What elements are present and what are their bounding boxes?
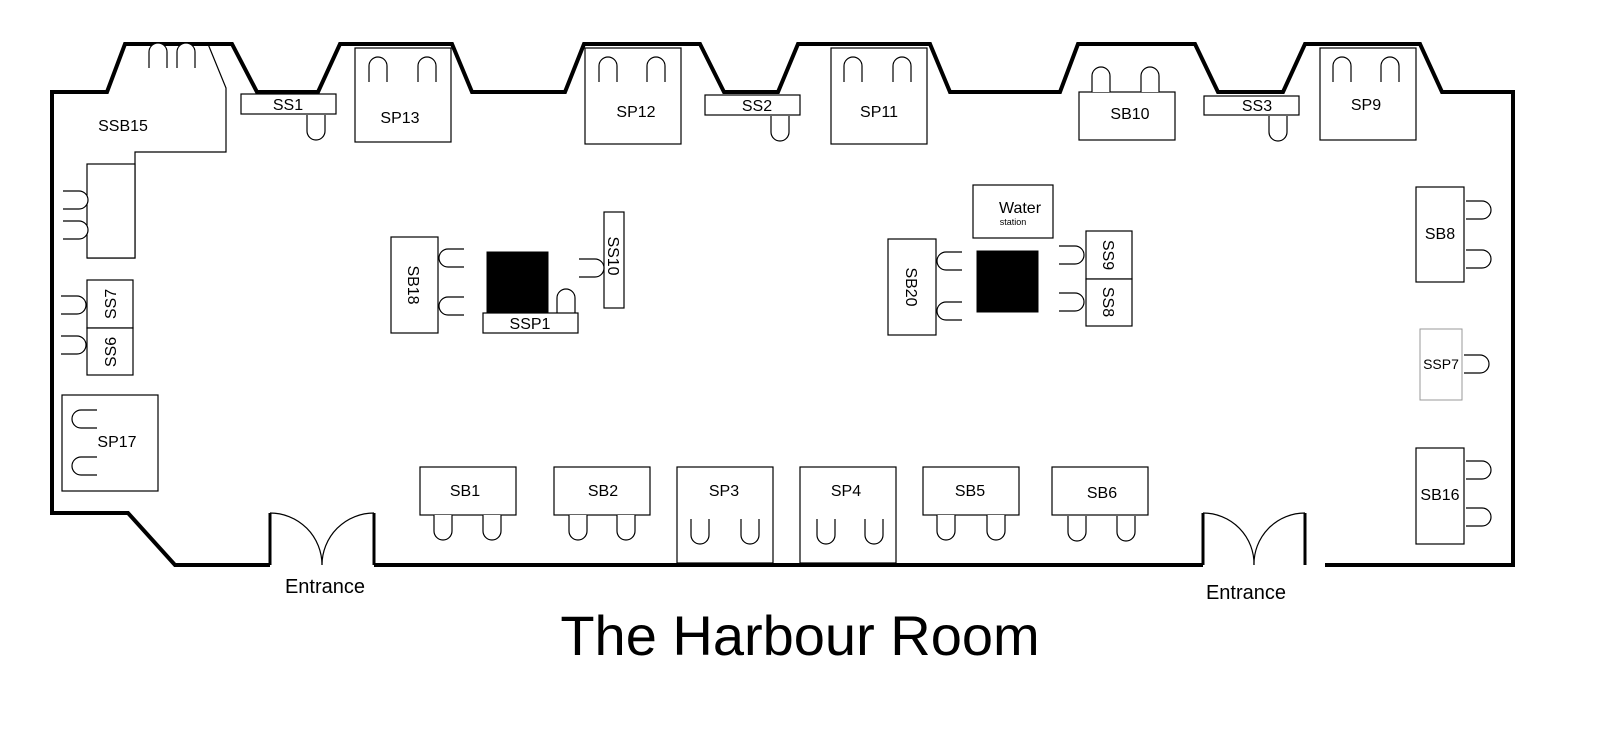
pillar-left <box>486 251 549 315</box>
stand-label: SB1 <box>450 483 480 500</box>
pillar-right <box>976 250 1039 313</box>
room-title: The Harbour Room <box>560 604 1040 667</box>
stand-ssb15[interactable]: SSB15 <box>62 42 227 259</box>
stand-label: SS2 <box>742 98 772 115</box>
stand-sp12[interactable]: SP12 <box>584 47 682 145</box>
stand-label: SSP1 <box>510 316 551 333</box>
entrance-left-door[interactable] <box>268 512 376 566</box>
stand-label: SSP7 <box>1423 356 1459 372</box>
stand-label: SS1 <box>273 97 303 114</box>
entrance-label-left: Entrance <box>285 576 365 598</box>
water-station-label: Water <box>999 200 1042 217</box>
stand-label: SB8 <box>1425 226 1455 243</box>
stand-ss10[interactable]: SS10 <box>578 211 625 309</box>
stand-label: SB20 <box>902 267 919 306</box>
stand-label: SB18 <box>404 265 421 304</box>
stand-label: SB2 <box>588 483 618 500</box>
stand-sp4[interactable]: SP4 <box>799 466 897 564</box>
stand-label: SP11 <box>860 104 898 121</box>
stand-label: SSB15 <box>98 118 148 135</box>
stand-ss2[interactable]: SS2 <box>704 94 801 142</box>
stand-sp3[interactable]: SP3 <box>676 466 774 564</box>
stand-ssp7[interactable]: SSP7 <box>1419 328 1490 401</box>
stand-label: SP4 <box>831 483 861 500</box>
stand-label: SS3 <box>1242 98 1272 115</box>
stand-label: SS6 <box>103 337 120 367</box>
stand-label: SP13 <box>380 110 419 127</box>
stand-ssp1[interactable]: SSP1 <box>482 288 579 334</box>
stand-sb16[interactable]: SB16 <box>1415 447 1492 545</box>
water-station[interactable]: Water station <box>972 184 1054 239</box>
water-station-sublabel: station <box>1000 217 1027 227</box>
stand-label: SP9 <box>1351 97 1381 114</box>
stand-ss8[interactable]: SS8 <box>1058 278 1133 327</box>
stand-sb20[interactable]: SB20 <box>887 238 963 336</box>
stand-sp9[interactable]: SP9 <box>1319 47 1417 141</box>
stand-sb5[interactable]: SB5 <box>922 466 1020 541</box>
stand-ss1[interactable]: SS1 <box>240 93 337 141</box>
stand-sp17[interactable]: SP17 <box>61 394 159 492</box>
stand-label: SB5 <box>955 483 985 500</box>
stand-label: SS10 <box>604 236 621 275</box>
stand-sb18[interactable]: SB18 <box>390 236 465 334</box>
stand-ss9[interactable]: SS9 <box>1058 230 1133 280</box>
stand-label: SB6 <box>1087 485 1117 502</box>
stand-label: SS9 <box>1099 240 1116 270</box>
stand-label: SS8 <box>1099 287 1116 317</box>
stand-ss7[interactable]: SS7 <box>60 279 134 329</box>
stand-ss3[interactable]: SS3 <box>1203 95 1300 142</box>
entrance-right-door[interactable] <box>1201 512 1307 566</box>
stand-sb10[interactable]: SB10 <box>1078 66 1176 141</box>
stand-label: SP12 <box>616 104 655 121</box>
stand-sb2[interactable]: SB2 <box>553 466 651 541</box>
stand-sp13[interactable]: SP13 <box>354 47 452 143</box>
stand-ss6[interactable]: SS6 <box>60 327 134 376</box>
stand-sb1[interactable]: SB1 <box>419 466 517 541</box>
stand-label: SB16 <box>1420 487 1459 504</box>
stand-sb6[interactable]: SB6 <box>1051 466 1149 542</box>
stand-label: SP3 <box>709 483 739 500</box>
stand-sb8[interactable]: SB8 <box>1415 186 1492 283</box>
room-wall <box>50 42 1515 567</box>
stand-label: SP17 <box>97 434 136 451</box>
stand-label: SB10 <box>1110 106 1149 123</box>
stand-label: SS7 <box>103 289 120 319</box>
entrance-label-right: Entrance <box>1206 582 1286 604</box>
stand-sp11[interactable]: SP11 <box>830 47 928 145</box>
